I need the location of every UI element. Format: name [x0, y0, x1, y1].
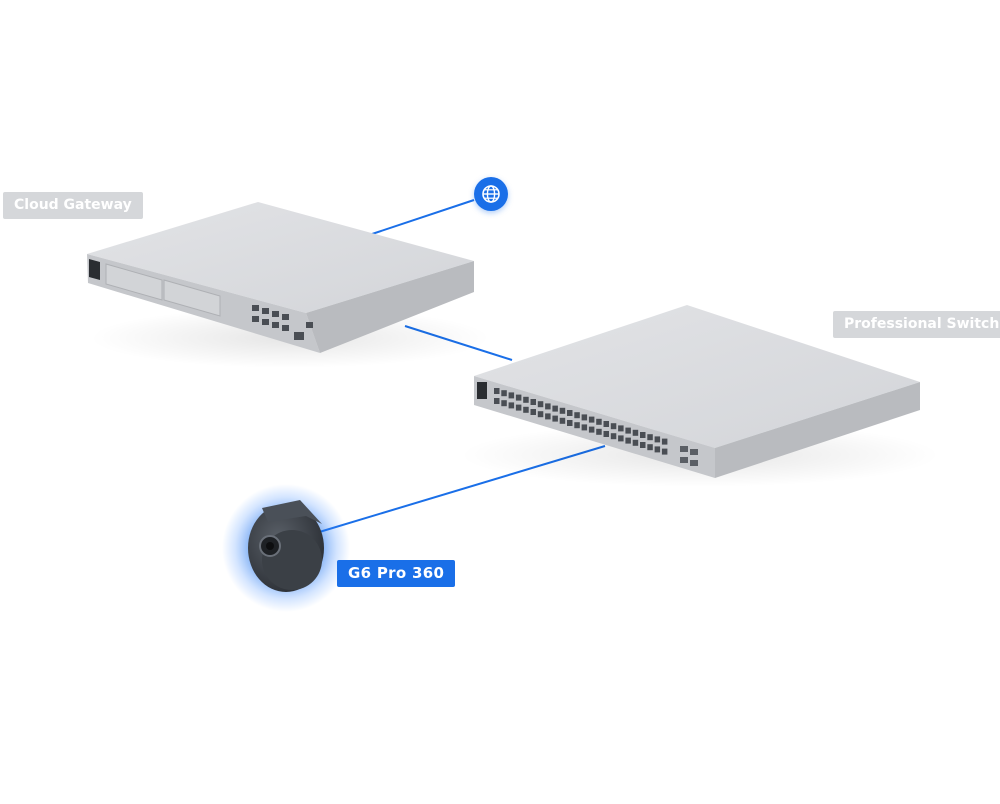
switch-port	[515, 404, 522, 411]
switch-port	[632, 439, 639, 446]
switch-port	[603, 421, 609, 427]
switch-port	[537, 401, 544, 408]
switch-port	[654, 446, 661, 453]
switch-port	[618, 435, 624, 442]
switch-port	[661, 438, 668, 445]
switch-port	[530, 409, 536, 415]
switch-port	[545, 413, 551, 420]
switch-port	[574, 412, 580, 419]
switch-port	[654, 436, 661, 443]
cloud-gateway-device	[87, 202, 490, 368]
switch-port	[574, 422, 580, 429]
switch-port	[625, 437, 631, 444]
switch-port	[581, 424, 588, 431]
globe-icon	[482, 185, 500, 203]
switch-port	[567, 420, 573, 426]
switch-port	[618, 425, 624, 432]
switch-port	[552, 415, 558, 422]
switch-port	[559, 407, 566, 414]
switch-port	[494, 398, 500, 404]
switch-port	[610, 433, 617, 440]
switch-port	[632, 429, 639, 436]
switch-port	[523, 406, 529, 413]
switch-port	[567, 410, 573, 416]
switch-port	[588, 416, 595, 423]
switch-port	[661, 448, 668, 455]
switch-port	[596, 418, 602, 425]
switch-port	[501, 390, 507, 397]
switch-port	[640, 442, 646, 448]
switch-port	[625, 427, 631, 434]
switch-port	[545, 403, 551, 410]
switch-port	[596, 428, 602, 435]
switch-port	[581, 414, 588, 421]
switch-port	[588, 426, 595, 433]
switch-port	[552, 405, 558, 412]
switch-port	[523, 396, 529, 403]
switch-port	[530, 399, 536, 405]
link-gateway-internet	[359, 199, 475, 239]
switch-port	[647, 434, 653, 441]
switch-port	[537, 411, 544, 418]
switch-port	[640, 432, 646, 438]
switch-port	[610, 423, 617, 430]
internet-node	[474, 177, 508, 211]
g6-pro-360-camera	[222, 484, 350, 612]
switch-port	[501, 400, 507, 407]
switch-port	[494, 388, 500, 394]
switch-port	[508, 392, 515, 399]
switch-port	[508, 402, 515, 409]
professional-switch-label: Professional Switch	[833, 311, 1000, 338]
switch-port	[515, 394, 522, 401]
professional-switch-device	[460, 305, 940, 487]
cloud-gateway-label: Cloud Gateway	[3, 192, 143, 219]
g6-pro-360-label: G6 Pro 360	[337, 560, 456, 587]
switch-port	[603, 431, 609, 437]
switch-port	[559, 417, 566, 424]
switch-port	[647, 444, 653, 451]
